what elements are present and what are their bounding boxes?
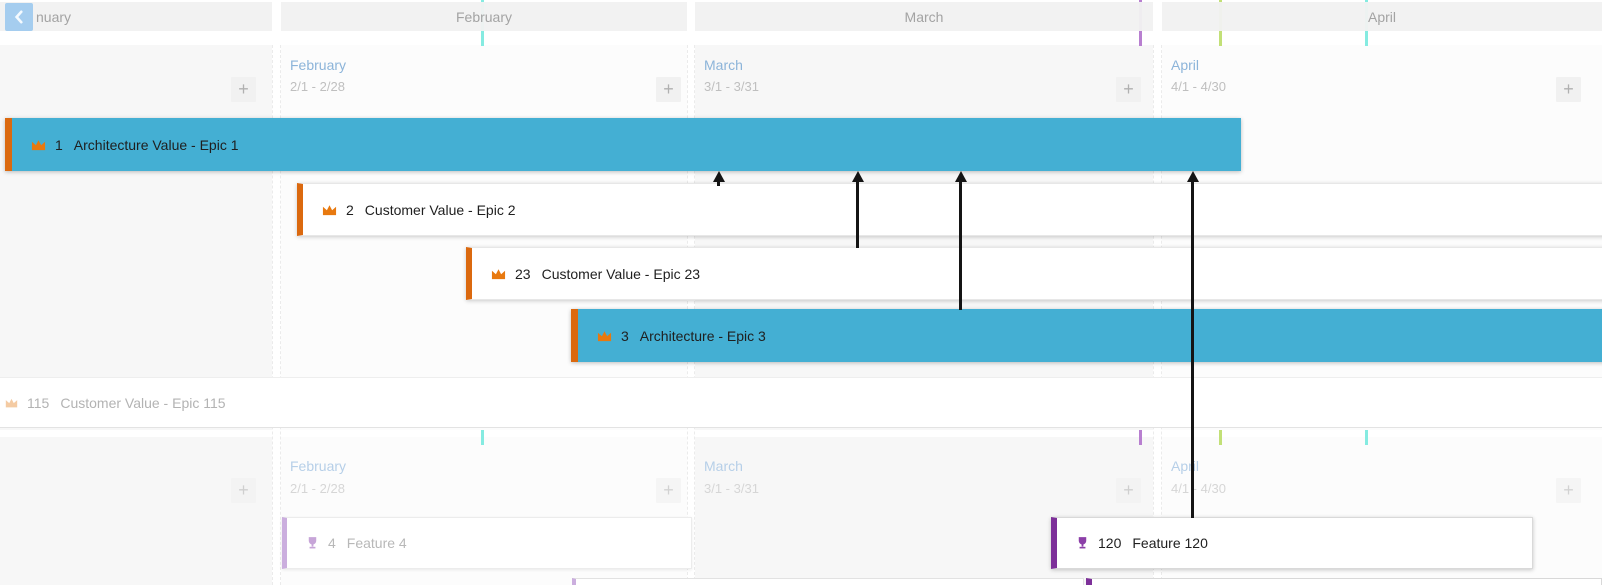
epic-row-115[interactable]: 115 Customer Value - Epic 115: [0, 377, 1602, 428]
arrowhead-up-icon: [955, 171, 967, 182]
work-item-title: Architecture Value - Epic 1: [73, 136, 239, 153]
epic-bar-23[interactable]: 23 Customer Value - Epic 23: [466, 247, 1602, 300]
plus-icon: +: [1123, 79, 1134, 99]
add-item-button[interactable]: +: [656, 77, 681, 102]
work-item-title: Customer Value - Epic 115: [60, 394, 226, 411]
month-strip-label: nuary: [36, 8, 72, 25]
dependency-arrow[interactable]: [713, 171, 725, 186]
milestone-marker-cyan: [481, 430, 484, 445]
crown-icon: [5, 397, 18, 408]
plus-icon: +: [238, 79, 249, 99]
arrowhead-up-icon: [852, 171, 864, 182]
epic-bar-2[interactable]: 2 Customer Value - Epic 2: [297, 183, 1602, 236]
add-item-button[interactable]: +: [231, 77, 256, 102]
crown-icon: [491, 267, 506, 280]
plus-icon: +: [663, 480, 674, 500]
column-date-range: 3/1 - 3/31: [704, 481, 759, 496]
feature-bar-120[interactable]: 120 Feature 120: [1051, 517, 1533, 569]
column-date-range: 2/1 - 2/28: [290, 79, 345, 94]
dependency-arrow[interactable]: [1187, 171, 1199, 518]
crown-icon: [322, 203, 337, 216]
add-item-button[interactable]: +: [1556, 77, 1581, 102]
column-date-range: 4/1 - 4/30: [1171, 79, 1226, 94]
column-month-label: February: [290, 458, 347, 474]
column-month-label: March: [704, 57, 743, 73]
work-item-title: Architecture - Epic 3: [639, 327, 766, 344]
milestone-marker-cyan: [1365, 430, 1368, 445]
trophy-icon: [306, 536, 319, 550]
plus-icon: +: [1563, 79, 1574, 99]
column-month-label: April: [1171, 57, 1200, 73]
add-item-button[interactable]: +: [1116, 478, 1141, 503]
crown-icon: [31, 138, 46, 151]
work-item-id: 23: [515, 265, 531, 282]
arrow-line: [1191, 180, 1194, 518]
month-strip-label: March: [904, 8, 944, 25]
column-bg-january: [0, 45, 272, 430]
month-strip-label: February: [455, 8, 513, 25]
add-item-button[interactable]: +: [656, 478, 681, 503]
feature-bar-partial[interactable]: [572, 578, 1084, 585]
feature-bar-partial[interactable]: [1086, 578, 1602, 585]
month-strip-march: March: [695, 2, 1153, 31]
arrow-line: [856, 180, 859, 248]
trophy-icon: [1076, 536, 1089, 550]
month-strip-april: April: [1162, 2, 1602, 31]
arrowhead-up-icon: [713, 171, 725, 182]
dependency-arrow[interactable]: [955, 171, 967, 310]
work-item-title: Feature 120: [1132, 535, 1208, 551]
scroll-left-button[interactable]: [5, 3, 33, 31]
month-strip-label: April: [1367, 8, 1396, 25]
month-strip-february: February: [281, 2, 687, 31]
milestone-marker-purple: [1139, 430, 1142, 445]
arrowhead-up-icon: [1187, 171, 1199, 182]
feature-bar-4[interactable]: 4 Feature 4: [282, 517, 692, 569]
epic-bar-3[interactable]: 3 Architecture - Epic 3: [571, 309, 1602, 362]
arrow-line: [959, 180, 962, 310]
month-strip-january: nuary: [0, 2, 272, 31]
column-bg-march: [695, 45, 1153, 430]
crown-icon: [597, 329, 612, 342]
work-item-id: 120: [1098, 535, 1122, 551]
column-month-label: March: [704, 458, 743, 474]
column-gap: [272, 45, 281, 585]
work-item-title: Feature 4: [346, 535, 407, 551]
work-item-id: 3: [621, 327, 629, 344]
arrow-line: [717, 180, 720, 186]
plus-icon: +: [663, 79, 674, 99]
work-item-id: 4: [328, 535, 336, 551]
work-item-title: Customer Value - Epic 23: [541, 265, 701, 282]
work-item-title: Customer Value - Epic 2: [364, 201, 516, 218]
plus-icon: +: [238, 480, 249, 500]
chevron-left-icon: [11, 9, 27, 25]
column-bg-april: [1162, 45, 1602, 430]
column-date-range: 2/1 - 2/28: [290, 481, 345, 496]
add-item-button[interactable]: +: [231, 478, 256, 503]
plus-icon: +: [1123, 480, 1134, 500]
milestone-marker-green: [1219, 430, 1222, 445]
work-item-id: 1: [55, 136, 63, 153]
work-item-id: 115: [27, 394, 50, 411]
column-date-range: 4/1 - 4/30: [1171, 481, 1226, 496]
column-month-label: February: [290, 57, 347, 73]
add-item-button[interactable]: +: [1556, 478, 1581, 503]
dependency-arrow[interactable]: [852, 171, 864, 248]
add-item-button[interactable]: +: [1116, 77, 1141, 102]
column-bg-february: [281, 45, 687, 430]
epic-bar-1[interactable]: 1 Architecture Value - Epic 1: [5, 118, 1241, 171]
plus-icon: +: [1563, 480, 1574, 500]
work-item-id: 2: [346, 201, 354, 218]
column-date-range: 3/1 - 3/31: [704, 79, 759, 94]
column-bg-january-2: [0, 437, 272, 585]
